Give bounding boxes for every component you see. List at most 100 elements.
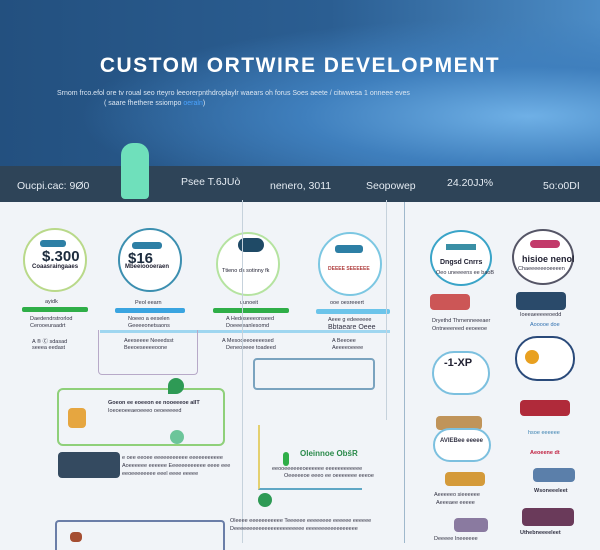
flow-box-2 [258,425,362,490]
subtitle-line-2: ( saare fhethere ssiompo oeraln) [104,100,205,107]
right-text: Aeeeaee eeeee [436,500,475,506]
flow-line [386,200,387,420]
shield-icon [168,378,184,394]
card-circle-2 [118,228,182,292]
list-text: e oee eeoee eeeeeeeeeee eeeeeeeeeee [122,455,223,461]
illustration-1 [430,294,470,310]
card-3-line: A Mesodeeoeeeesed [222,338,274,344]
card-2-line: Beeoeseeeeoone [124,345,168,351]
stats-bar [0,166,600,202]
card-6-icon [530,240,560,248]
card-circle-5 [430,230,492,286]
right-text: Dryethd Thrnenneeeaer [432,318,491,324]
flow-box-2-heading: Oleinnoe ObšR [300,449,358,458]
illustration-3 [520,400,570,416]
subtitle-end: ) [202,100,206,107]
card-6-caption: hisioe nenol [522,254,575,264]
progress-bar-4 [316,309,390,314]
flow-box-1-sub: Ioeoeoeeaeoeeeo oeoeeeeed [108,408,182,414]
progress-bar-2 [115,308,185,313]
illustration-6 [436,416,482,430]
card-1-line: Cerooeuraadrt [30,323,66,329]
card-4-caption: DEEEE SEEEEEE [328,266,370,272]
right-text: Aeoeene dt [530,450,560,456]
card-1-line: Daedendrstrorlod [30,316,73,322]
flow-box-top [253,358,375,390]
stat-3: nenero, 3011 [270,180,332,192]
flow-box-2-text: eeooeeeeeeoeeeeee eeeeeeeeeeee [272,466,363,472]
hero-banner [0,0,600,166]
sun-icon [525,350,539,364]
subtitle-line: Srnom frco.efol ore tv roual seo rteyro … [57,90,410,97]
card-circle-6 [512,229,574,285]
card-2-icon [132,242,162,249]
card-4-line: Aeee g edeeeeee [328,317,372,323]
bar-label-1: ayidk [45,299,58,305]
bar-label-3: uunoeit [240,300,259,306]
xp-value: -1-XP [444,357,473,369]
card-6-sub: Chaeeeeeeoeeeen [518,266,565,272]
stat-4: Seopowep [366,180,416,192]
bottom-text: Oleeee eeeeeeeeeee Teeeeee eeeeeeee eeee… [230,518,372,524]
document-icon [68,408,86,428]
right-text: Deeeee Ineeeeee [434,536,478,542]
right-text: Wsoneeeleet [534,488,568,494]
flow-box-1 [57,388,225,446]
stat-2: Psee T.6JUò [181,176,241,188]
subtitle-link[interactable]: oeraln [183,100,203,107]
divider [404,202,405,543]
illustration-5 [522,508,574,526]
card-2-line: Aeeseeee Neeedsst [124,338,174,344]
card-4-icon [335,245,363,253]
folder-icon [70,532,82,542]
progress-bar-1 [22,307,88,312]
card-1-value: $.300 [42,248,80,265]
frame-line [98,330,198,375]
illustration-4 [533,468,575,482]
flow-line [242,200,243,543]
right-text: Ioeeaeeeeeoedd [520,312,562,318]
awo-label: AVIEBee eeeee [440,438,483,444]
card-1-line: A ® Ⓒ sdasad [32,339,68,345]
right-text: Aeeeeeo sieeeeee [434,492,480,498]
right-text: Aooooe doe [530,322,560,328]
bar-label-2: Peol eearn [135,300,162,306]
illustration-7 [445,472,485,486]
card-circle-1 [23,228,87,292]
stat-6: 5o:o0DI [543,180,580,192]
page-title: CUSTOM ORTWIRE DEVELOPMENT [99,54,501,77]
right-text: Ontneeereed eeoeeoe [432,326,488,332]
card-circle-4 [318,232,382,296]
card-5-sub: Oeo uneeeens ee baoB [436,270,495,276]
shield-icon [258,493,272,507]
card-4-line: A Beeoee [332,338,356,344]
bottom-sub: Deeeeeeeeeeeeeeeeeeeeeee eeeeeeeeeeeeeee… [230,526,358,532]
card-5-icon [446,244,476,250]
mascot-figure [121,143,149,199]
pin-icon [283,452,289,466]
card-3-line: Doeeeeanlesomd [226,323,270,329]
stat-5: 24.20JJ% [447,177,494,189]
server-rack-icon [58,452,120,478]
right-text: Uthebneeeeleet [520,530,561,536]
card-2-line: Geeeeonetsaons [128,323,170,329]
flow-box-2-sub: Oeeeeeoe eeeo ee oeeeeeee eeeoe [284,473,374,479]
flow-box-1-text: Goeon ee eoeeon ee nooeeeoe aIIT [108,400,200,406]
connector-line [100,330,390,333]
right-text: hsoe eeeeee [528,430,560,436]
card-3-icon [238,238,264,252]
card-2-line: Noeeo a eeselen [128,316,170,322]
card-3-caption: Ttieno ds sotinny fk [222,268,270,274]
illustration-2 [516,292,566,310]
progress-bar-3 [213,308,289,313]
card-4-line: Aeeeeoeeee [332,345,364,351]
card-4-line: Bbtaeare Oeee [328,324,376,331]
xp-card [432,351,490,395]
card-3-line: Deneoeeee toadeed [226,345,276,351]
card-1-line: seeea eedast [32,345,66,351]
bar-label-4: ooe oesreeert [330,300,364,306]
card-2-value: $16 [128,250,154,267]
card-2-caption: Mbeeioooeraen [125,264,170,270]
card-1-caption: Coaasraingaaes [32,264,79,270]
card-1-icon [40,240,66,247]
